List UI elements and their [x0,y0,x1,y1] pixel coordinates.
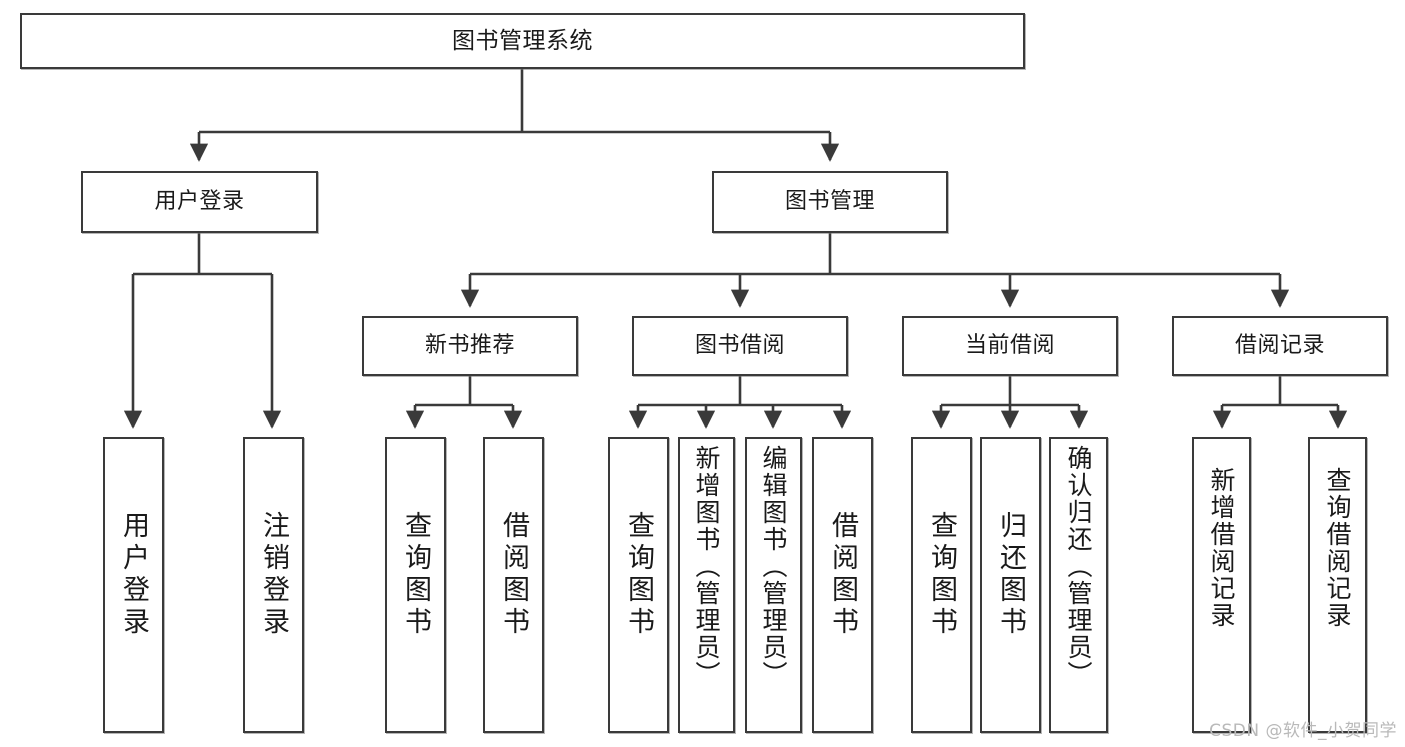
node-label: 当前借阅 [964,333,1055,359]
leaf-edit-book[interactable]: 编辑图书（管理员） [745,437,802,733]
node-borrow-record[interactable]: 借阅记录 [1172,316,1388,376]
leaf-user-login[interactable]: 用户登录 [103,437,164,733]
node-book-management[interactable]: 图书管理 [712,171,948,233]
node-label: 用户登录 [118,511,149,639]
node-label: 新增借阅记录 [1207,467,1236,629]
leaf-query-book-3[interactable]: 查询图书 [911,437,972,733]
leaf-borrow-book-2[interactable]: 借阅图书 [812,437,873,733]
node-label: 用户登录 [154,189,245,215]
node-label: 借阅记录 [1234,333,1325,359]
node-user-login[interactable]: 用户登录 [81,171,318,233]
node-root-system[interactable]: 图书管理系统 [20,13,1025,69]
leaf-query-record[interactable]: 查询借阅记录 [1308,437,1367,733]
leaf-return-book[interactable]: 归还图书 [980,437,1041,733]
node-label: 查询图书 [926,511,957,639]
node-label: 图书管理 [784,189,875,215]
node-label: 图书借阅 [694,333,785,359]
leaf-confirm-return[interactable]: 确认归还（管理员） [1049,437,1108,733]
node-label: 借阅图书 [827,511,858,639]
node-label: 注销登录 [258,511,289,639]
node-label: 确认归还（管理员） [1064,445,1093,688]
leaf-add-record[interactable]: 新增借阅记录 [1192,437,1251,733]
node-label: 编辑图书（管理员） [759,445,788,688]
node-label: 归还图书 [995,511,1026,639]
node-label: 借阅图书 [498,511,529,639]
node-book-borrow[interactable]: 图书借阅 [632,316,848,376]
node-label: 新书推荐 [424,333,515,359]
node-label: 图书管理系统 [452,27,593,54]
leaf-borrow-book-1[interactable]: 借阅图书 [483,437,544,733]
node-label: 查询借阅记录 [1323,467,1352,629]
leaf-logout[interactable]: 注销登录 [243,437,304,733]
node-label: 查询图书 [400,511,431,639]
leaf-query-book-1[interactable]: 查询图书 [385,437,446,733]
node-new-book-recommend[interactable]: 新书推荐 [362,316,578,376]
node-label: 新增图书（管理员） [692,445,721,688]
node-label: 查询图书 [623,511,654,639]
leaf-add-book[interactable]: 新增图书（管理员） [678,437,735,733]
watermark-credit: CSDN @软件_小贺同学 [1209,721,1397,741]
node-current-borrow[interactable]: 当前借阅 [902,316,1118,376]
leaf-query-book-2[interactable]: 查询图书 [608,437,669,733]
